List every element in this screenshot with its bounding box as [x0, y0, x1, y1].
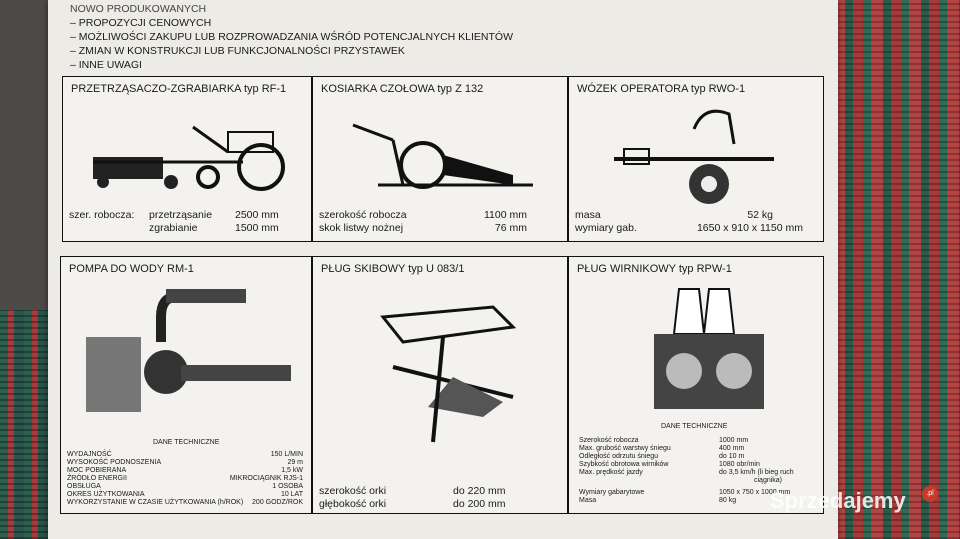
tech-label: ŹRÓDŁO ENERGII [67, 475, 127, 482]
spec-value: 1650 x 910 x 1150 mm [696, 222, 803, 234]
spec-label: wymiary gab. [575, 222, 637, 234]
tech-label: Max. grubość warstwy śniegu [579, 445, 671, 452]
tech-value: 400 mm [719, 445, 745, 452]
front-mower-illustration [352, 123, 533, 189]
tech-label: Szybkość obrotowa wirników [579, 461, 669, 468]
spec-sub: przetrząsanie [149, 209, 213, 221]
intro-line: – MOŻLIWOŚCI ZAKUPU LUB ROZPROWADZANIA W… [70, 31, 513, 43]
tech-label: Max. prędkość jazdy [579, 469, 643, 476]
rake-tedder-illustration [93, 125, 285, 191]
panel-z132: KOSIARKA CZOŁOWA typ Z 132 szerokość rob… [312, 76, 568, 242]
intro-line: – INNE UWAGI [70, 59, 142, 71]
tech-value: do 3,5 km/h (li bieg ruch [719, 469, 794, 476]
tech-value: 1 OSOBA [272, 483, 303, 490]
operator-cart-illustration [614, 109, 774, 204]
panel-title: KOSIARKA CZOŁOWA typ Z 132 [321, 83, 484, 95]
tech-value: MIKROCIĄGNIK RJS-1 [229, 475, 303, 482]
tech-label: WYSOKOŚĆ PODNOSZENIA [67, 459, 162, 466]
spec-value: 52 kg [747, 209, 773, 221]
spec-value: do 200 mm [453, 498, 506, 510]
snow-blower-illustration [654, 288, 764, 409]
tech-value: 150 L/MIN [270, 451, 303, 458]
water-pump-illustration [86, 289, 291, 412]
panel-rm1: POMPA DO WODY RM-1 DANE TECHNICZNE WYDAJ… [60, 256, 312, 514]
tech-value: 29 m [287, 459, 303, 466]
tech-label: Wymiary gabarytowe [579, 489, 645, 496]
tech-label: Masa [579, 497, 597, 504]
tech-label: MOC POBIERANA [67, 467, 127, 474]
tech-label: Szerokość robocza [579, 437, 639, 444]
tech-label: WYDAJNOŚĆ [67, 451, 112, 458]
intro-line: – PROPOZYCJI CENOWYCH [70, 17, 212, 29]
tech-value: 1000 mm [719, 437, 749, 444]
tech-value: do 10 m [719, 453, 745, 460]
panel-u083: PŁUG SKIBOWY typ U 083/1 szerokość orki … [312, 256, 568, 514]
spec-value: 2500 mm [235, 209, 279, 221]
intro-line: – ZMIAN W KONSTRUKCJI LUB FUNKCJONALNOŚC… [70, 45, 405, 57]
site-watermark: Sprzedajemy [770, 488, 906, 513]
panel-title: PŁUG WIRNIKOWY typ RPW-1 [577, 263, 732, 275]
spec-label: szerokość orki [319, 485, 387, 497]
tech-value: 1080 obr/min [719, 461, 760, 468]
spec-label: szerokość robocza [319, 209, 407, 221]
tech-heading: DANE TECHNICZNE [661, 423, 728, 430]
spec-value: 76 mm [494, 222, 527, 234]
panel-rf1: PRZETRZĄSACZO-ZGRABIARKA typ RF-1 szer. … [62, 76, 312, 242]
spec-value: 1100 mm [484, 209, 527, 221]
tech-value: 1050 x 750 x 1000 mm [719, 489, 791, 496]
panel-title: WÓZEK OPERATORA typ RWO-1 [577, 83, 746, 95]
panel-title: PRZETRZĄSACZO-ZGRABIARKA typ RF-1 [71, 83, 287, 95]
tech-value: 200 GODZ/ROK [252, 499, 303, 506]
tech-value: ciągnika) [754, 477, 783, 484]
panel-rpw1: PŁUG WIRNIKOWY typ RPW-1 DANE TECHNICZNE… [568, 256, 824, 514]
panel-title: PŁUG SKIBOWY typ U 083/1 [321, 263, 465, 275]
rug-background-right [815, 0, 960, 539]
watermark-dot-badge: .pl [922, 486, 938, 502]
tech-label: Odległość odrzutu śniegu [579, 453, 658, 460]
intro-text: NOWO PRODUKOWANYCH – PROPOZYCJI CENOWYCH… [70, 2, 513, 72]
spec-label: skok listwy nożnej [319, 222, 404, 234]
spec-sub: zgrabianie [149, 222, 198, 234]
moldboard-plow-illustration [380, 305, 517, 443]
tech-heading: DANE TECHNICZNE [153, 439, 220, 446]
spec-value: do 220 mm [453, 485, 506, 497]
spec-value: 1500 mm [235, 222, 279, 234]
panel-title: POMPA DO WODY RM-1 [69, 263, 194, 275]
panel-rwo1: WÓZEK OPERATORA typ RWO-1 masa 52 kg wym… [568, 76, 824, 242]
spec-label: masa [575, 209, 601, 221]
tech-value: 1,5 kW [281, 467, 303, 474]
spec-label: głębokość orki [319, 498, 387, 510]
tech-label: OBSŁUGA [67, 483, 101, 490]
tech-label: WYKORZYSTANIE W CZASIE UŻYTKOWANIA (h/RO… [67, 499, 244, 506]
tech-value: 10 LAT [280, 491, 303, 498]
spec-label: szer. robocza: [69, 209, 135, 221]
tech-label: OKRES UŻYTKOWANIA [67, 491, 145, 498]
tech-value: 80 kg [719, 497, 737, 504]
intro-line: NOWO PRODUKOWANYCH [70, 3, 207, 15]
